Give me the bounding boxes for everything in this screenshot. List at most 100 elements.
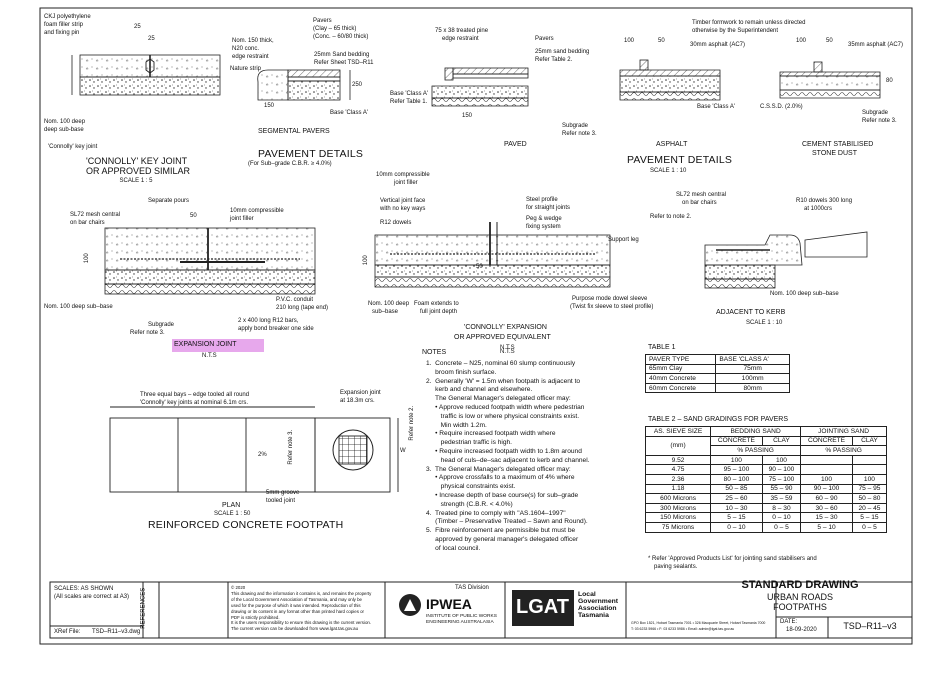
tb-std: STANDARD DRAWING: [741, 579, 859, 591]
table2-cell: [800, 454, 853, 466]
paved-sub2: Refer note 3.: [562, 131, 597, 137]
ce-foam2: full joint depth: [420, 309, 458, 315]
plan-drawing: [109, 406, 399, 493]
table1-title: TABLE 1: [648, 344, 676, 351]
note-line: of local council.: [426, 544, 481, 552]
seg-nom150c: edge restraint: [232, 54, 269, 60]
cem-d50: 50: [826, 38, 833, 44]
tb-lgat1: Local: [578, 591, 596, 598]
ckj-subbase2: deep sub-base: [44, 127, 84, 133]
table2-h-bedding: BEDDING SAND: [710, 426, 802, 437]
table2-cell: 55 – 90: [761, 483, 802, 495]
note-line: • Require increased footpath width to 1.…: [426, 447, 582, 455]
ce-vert2: with no key ways: [380, 206, 426, 212]
kerb-note2: Refer to note 2.: [650, 214, 692, 220]
asph-asph: 30mm asphalt (AC7): [690, 42, 746, 48]
ej-subg1: Subgrade: [148, 322, 175, 328]
tb-addr2: T: 03 6233 5966 • F: 03 6233 5986 • Emai…: [631, 627, 735, 631]
ej-d100: 100: [83, 253, 90, 264]
cem-cssd: C.S.S.D. (2.0%): [760, 104, 803, 110]
tb-ipwea1: INSTITUTE OF PUBLIC WORKS: [426, 614, 497, 619]
segmental-pavers-drawing: [257, 69, 351, 101]
note-line: approved by general manager's delegated …: [426, 535, 579, 543]
ce-d50: 50: [476, 264, 483, 270]
table2-h-sieve: AS. SIEVE SIZE: [644, 426, 712, 437]
cem-d100: 100: [796, 38, 807, 44]
ckj-filler-label2: foam filler strip: [44, 22, 84, 28]
table2-cell: 0 – 5: [761, 521, 802, 533]
table2-h-clay: CLAY: [761, 435, 802, 447]
table2-cell: 1.18: [644, 483, 712, 495]
pave-details-left-sub: (For Sub–grade C.B.R. ≥ 4.0%): [248, 161, 332, 167]
table2-cell: 75 – 95: [851, 483, 888, 495]
kerb-title: ADJACENT TO KERB: [716, 309, 786, 316]
table1-cell: 65mm Clay: [644, 363, 717, 375]
ckj-dim-25b: 25: [148, 36, 155, 42]
plan-scale: SCALE 1 : 50: [214, 511, 251, 517]
title-block-lines: [49, 581, 913, 639]
seg-d250: 250: [352, 82, 363, 88]
ce-dowels: R12 dowels: [380, 220, 412, 226]
plan-note3: Refer note 3.: [288, 429, 295, 465]
table2-cell: [851, 454, 888, 466]
kerb-mesh1: SL72 mesh central: [676, 192, 727, 198]
table2-cell: 0 – 10: [761, 512, 802, 523]
plan-title1: PLAN: [222, 502, 241, 509]
seg-title: SEGMENTAL PAVERS: [258, 128, 330, 135]
ce-sub1: Nom. 100 deep: [368, 301, 410, 307]
paved-bed1: 25mm sand bedding: [535, 49, 590, 55]
asph-title: ASPHALT: [656, 141, 688, 148]
ej-filler1: 10mm compressible: [230, 208, 284, 214]
seg-base: Base 'Class A': [330, 110, 368, 116]
note-line: kerb and channel and elsewhere.: [426, 386, 533, 394]
plan-exp2: at 18.3m crs.: [340, 398, 375, 404]
table2-h-mm: (mm): [644, 435, 712, 456]
table1-cell: 75mm: [715, 363, 790, 375]
cem-title2: STONE DUST: [812, 150, 857, 157]
notes-heading: NOTES: [422, 349, 447, 356]
table2-cell: 100: [710, 454, 763, 466]
plan-title2: REINFORCED CONCRETE FOOTPATH: [148, 519, 344, 531]
ckj-filler-label3: and fixing pin: [44, 30, 80, 36]
tb-lgat4: Tasmania: [578, 612, 609, 619]
tb-lgat: LGAT: [516, 596, 569, 618]
tb-scales2: (All scales are correct at A3): [54, 594, 130, 600]
paved-sub1: Subgrade: [562, 123, 589, 129]
plan-crossfall: 2%: [258, 452, 267, 458]
table2: AS. SIEVE SIZE BEDDING SAND JOINTING SAN…: [644, 426, 888, 533]
plan-bays2: 'Connolly' key joints at nominal 6.1m cr…: [140, 400, 249, 406]
cem-sub1: Subgrade: [862, 110, 889, 116]
ej-subg2: Refer note 3.: [130, 330, 165, 336]
table2-cell: 75 Microns: [644, 521, 712, 533]
ce-sub2: sub–base: [372, 309, 399, 315]
ce-leg: Support leg: [608, 237, 639, 243]
table2-h-pass: % PASSING: [710, 445, 802, 456]
pave-details-left-title: PAVEMENT DETAILS: [258, 148, 364, 160]
tb-xref-label: XRef File:: [54, 629, 81, 635]
table2-cell: 9.52: [644, 454, 712, 466]
cem-asph: 35mm asphalt (AC7): [848, 42, 904, 48]
seg-nature: Nature strip: [230, 66, 262, 72]
ej-filler2: joint filler: [230, 216, 254, 222]
table2-cell: 60 – 90: [800, 493, 853, 504]
plan-bays1: Three equal bays – edge tooled all round: [140, 392, 250, 398]
table2-cell: 300 Microns: [644, 502, 712, 514]
copyright-line: © 2020: [231, 585, 246, 590]
expansion-joint-highlight: [172, 339, 264, 352]
ce-peg1: Peg & wedge: [526, 216, 562, 222]
ej-subbase: Nom. 100 deep sub–base: [44, 304, 113, 310]
table2-cell: 95 – 100: [710, 464, 763, 475]
seg-bed1: 25mm Sand bedding: [314, 52, 370, 58]
seg-pavers: Pavers: [313, 18, 332, 24]
ckj-title1: 'CONNOLLY' KEY JOINT: [86, 156, 188, 166]
ce-peg2: fixing system: [526, 224, 561, 230]
asph-d100: 100: [624, 38, 635, 44]
table2-foot2: paving sealants.: [654, 564, 698, 570]
ce-sleeve2: (Twist fix sleeve to steel profile): [570, 304, 654, 310]
connolly-key-joint-drawing: [71, 54, 221, 96]
